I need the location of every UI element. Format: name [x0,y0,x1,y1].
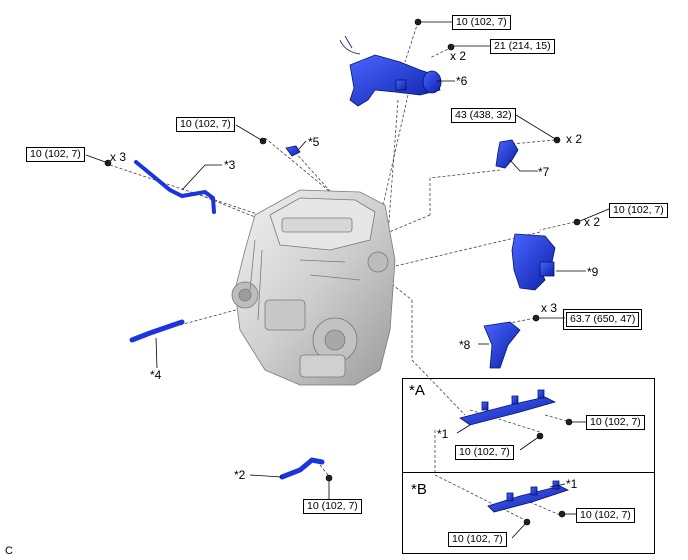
bolt-count: x 3 [541,301,558,315]
part-2-pipe [279,457,325,480]
part-1b-rail [487,480,570,513]
detail-divider [402,472,655,473]
detail-frame [402,378,655,554]
part-label: *5 [308,135,320,149]
part-8-bracket [483,321,521,369]
part-7-bracket [495,139,519,169]
part-9-assembly [511,233,556,291]
bolt-count: x 2 [450,49,467,63]
part-label: *4 [150,368,162,382]
engine-block [231,189,396,386]
torque-box: 10 (102, 7) [609,203,668,218]
torque-box: 10 (102, 7) [576,508,635,523]
bolt-count: x 3 [110,150,127,164]
torque-box: 10 (102, 7) [452,15,511,30]
view-label-b: *B [411,481,427,498]
bolt-count: x 2 [566,132,583,146]
torque-box: 10 (102, 7) [448,532,507,547]
part-3-pipe [134,160,216,214]
part-label: *1 [566,477,578,491]
part-label: *6 [456,74,468,88]
torque-box: 10 (102, 7) [303,499,362,514]
part-4-pipe [129,319,185,343]
torque-box-double: 63.7 (650, 47) [562,309,643,330]
part-5-bracket [285,145,301,157]
torque-box: 10 (102, 7) [26,147,85,162]
part-label: *2 [234,468,246,482]
bolt-count: x 2 [584,215,601,229]
torque-box: 21 (214, 15) [490,39,555,54]
torque-box: 10 (102, 7) [176,117,235,132]
view-label-a: *A [409,382,425,399]
part-6-intake [339,35,442,107]
part-label: *1 [437,427,449,441]
part-label: *8 [459,338,471,352]
label-leaders [85,21,610,539]
part-label: *7 [538,165,550,179]
part-label: *9 [587,265,599,279]
torque-box: 43 (438, 32) [451,108,516,123]
part-label: *3 [224,158,236,172]
bolts [104,18,581,526]
torque-box: 10 (102, 7) [455,445,514,460]
torque-box: 10 (102, 7) [586,415,645,430]
corner-code: C [5,545,13,557]
